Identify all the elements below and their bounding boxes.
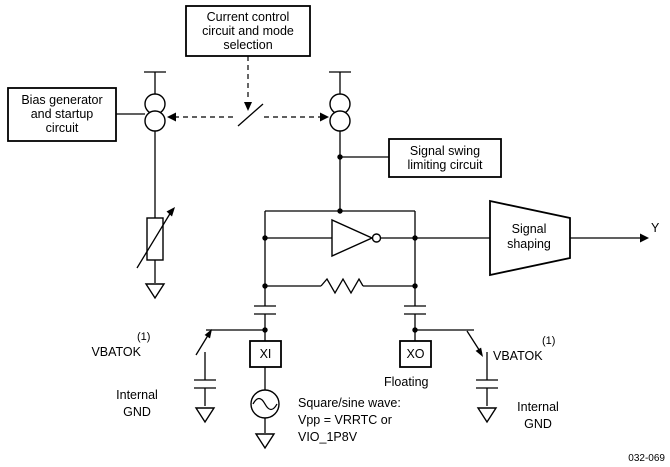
oscillator-core <box>262 154 490 333</box>
xo-chain: XO <box>399 305 432 368</box>
svg-text:GND: GND <box>524 417 552 431</box>
arrow-right-icon <box>320 112 329 122</box>
junction-dot <box>262 283 268 289</box>
vbatok-switch-right-icon <box>466 330 481 351</box>
left-current-source-icon <box>144 71 166 218</box>
current-control-box <box>185 5 311 57</box>
wave-note-line1: Square/sine wave: <box>298 396 401 410</box>
ground-icon <box>144 283 166 300</box>
ground-icon <box>476 407 498 424</box>
feedback-resistor-icon <box>320 277 364 295</box>
output-label: Y <box>651 221 660 235</box>
wave-note-line3: VIO_1P8V <box>298 430 358 444</box>
internal-gnd-right-label: Internal <box>517 400 559 414</box>
bias-generator-label: Bias generator <box>21 93 102 107</box>
signal-swing-block: Signal swing limiting circuit <box>340 138 502 178</box>
junction-dot <box>412 283 418 289</box>
svg-text:and startup: and startup <box>31 107 94 121</box>
ground-icon <box>254 433 276 450</box>
xi-pin-box <box>249 340 282 368</box>
vbatok-branch-right: VBATOK (1) Internal GND Floating <box>384 329 559 431</box>
wave-annotation: Square/sine wave: Vpp = VRRTC or VIO_1P8… <box>298 396 401 444</box>
bias-generator-box <box>7 87 117 142</box>
xo-pin-box <box>399 340 432 368</box>
junction-dot <box>337 208 343 214</box>
control-arrow-down-icon <box>244 102 252 111</box>
signal-swing-box <box>388 138 502 178</box>
xi-chain: XI <box>249 305 282 450</box>
junction-dot <box>337 154 343 160</box>
note-ref-left: (1) <box>137 331 150 343</box>
svg-text:circuit and mode: circuit and mode <box>202 24 294 38</box>
inverter-icon <box>331 218 374 258</box>
xi-pin-label: XI <box>260 347 272 361</box>
ground-icon <box>194 407 216 424</box>
inverter-bubble-icon <box>371 233 382 243</box>
signal-swing-label: Signal swing <box>410 144 480 158</box>
vbatok-switch-left-icon <box>195 334 210 356</box>
mode-switch-icon <box>237 103 264 127</box>
svg-text:shaping: shaping <box>507 237 551 251</box>
figure-id: 032-069 <box>628 453 665 464</box>
junction-dot <box>262 235 268 241</box>
right-current-source-icon <box>329 71 351 211</box>
signal-shaping-label: Signal <box>512 222 547 236</box>
junction-dot <box>412 235 418 241</box>
mode-select-link <box>167 103 329 127</box>
svg-text:circuit: circuit <box>46 121 79 135</box>
vbatok-branch-left: VBATOK (1) Internal GND <box>91 329 265 424</box>
output-arrow-icon <box>640 233 649 243</box>
signal-shaping-block: Signal shaping Y <box>489 199 660 277</box>
xo-pin-label: XO <box>406 347 424 361</box>
resistor-arrow-icon <box>166 207 175 217</box>
arrow-left-icon <box>167 112 176 122</box>
current-control-label: Current control <box>207 10 290 24</box>
floating-label: Floating <box>384 375 429 389</box>
vbatok-left-label: VBATOK <box>91 345 141 359</box>
sine-wave-glyph <box>252 397 278 411</box>
current-control-block: Current control circuit and mode selecti… <box>185 5 311 111</box>
vbatok-right-label: VBATOK <box>493 349 543 363</box>
svg-text:GND: GND <box>123 405 151 419</box>
switch-arrow-icon <box>475 347 483 357</box>
wave-note-line2: Vpp = VRRTC or <box>298 413 392 427</box>
internal-gnd-left-label: Internal <box>116 388 158 402</box>
signal-shaping-shape <box>489 199 571 277</box>
svg-text:selection: selection <box>223 38 272 52</box>
svg-text:limiting circuit: limiting circuit <box>407 158 483 172</box>
note-ref-right: (1) <box>542 335 555 347</box>
bias-generator-block: Bias generator and startup circuit <box>7 87 145 142</box>
variable-resistor <box>136 207 175 300</box>
switch-arrow-icon <box>204 329 212 339</box>
